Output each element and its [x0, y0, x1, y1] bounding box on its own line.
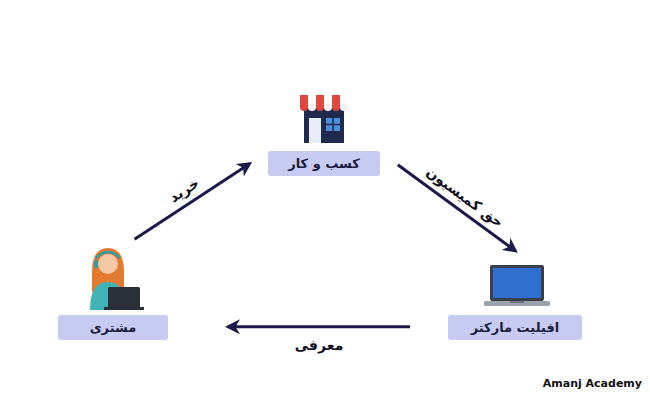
node-label: افیلیت مارکتر — [448, 315, 582, 340]
node-box: افیلیت مارکتر — [448, 255, 582, 340]
node-label: مشتری — [58, 315, 168, 340]
flow-arrow — [398, 165, 516, 251]
node-label: کسب و کار — [268, 151, 380, 176]
watermark: Amanj Academy — [543, 377, 642, 390]
flow-arrow — [228, 325, 410, 328]
node-box: کسب و کار — [268, 91, 380, 176]
store-icon — [300, 95, 348, 143]
edge-label: خرید — [167, 174, 203, 205]
customer-icon — [90, 248, 144, 310]
edge-label: معرفی — [295, 337, 344, 353]
edge-label: حق کمیسیون — [423, 163, 506, 230]
flow-arrow — [135, 164, 250, 239]
node-box: مشتری — [58, 243, 168, 340]
laptop-icon — [484, 265, 550, 306]
